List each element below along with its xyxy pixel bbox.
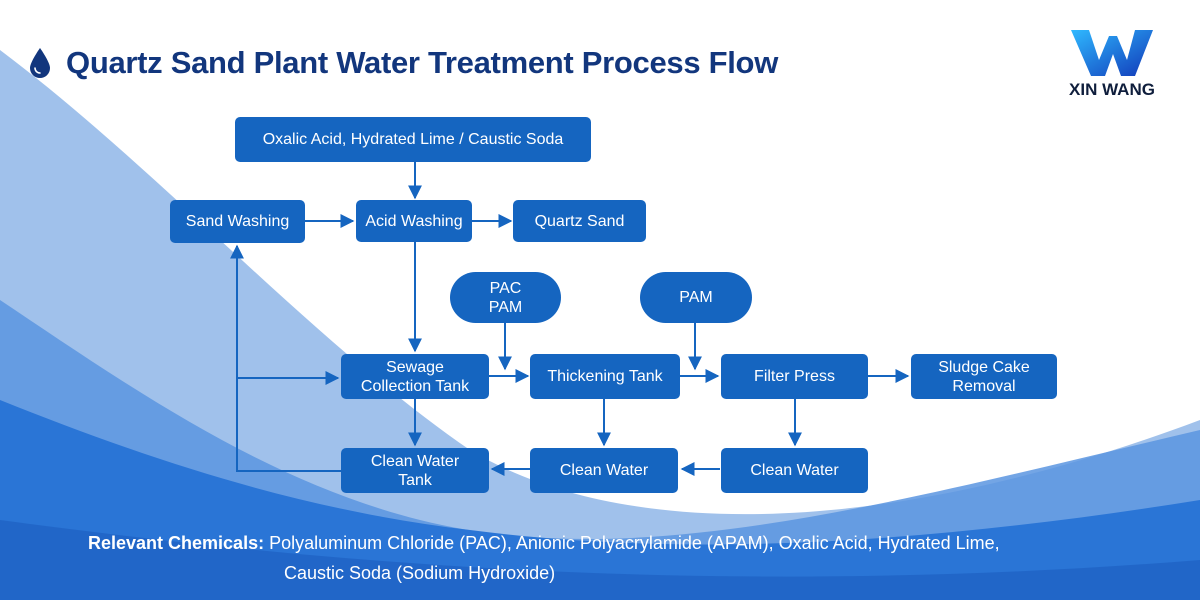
node-quartz-sand-label: Quartz Sand	[534, 212, 625, 230]
node-thickening-label: Thickening Tank	[547, 368, 663, 385]
node-pam-label-2: PAM	[679, 289, 713, 306]
relevant-chemicals-note: Relevant Chemicals: Polyaluminum Chlorid…	[88, 528, 1128, 588]
node-sewage-collection-tank: Sewage Collection Tank	[341, 354, 489, 399]
logo-text: XIN WANG	[1069, 80, 1155, 99]
node-acid-washing: Acid Washing	[356, 200, 472, 242]
node-sand-washing: Sand Washing	[170, 200, 305, 243]
node-pam-label-1: PAM	[488, 298, 523, 316]
node-chemicals-top-label: Oxalic Acid, Hydrated Lime / Caustic Sod…	[262, 131, 564, 148]
note-label: Relevant Chemicals:	[88, 533, 265, 553]
node-clean-water-1-label: Clean Water	[559, 462, 649, 479]
node-pac-label: PAC	[489, 279, 522, 297]
note-line-1: Relevant Chemicals: Polyaluminum Chlorid…	[88, 528, 1128, 558]
node-sludge-cake-removal: Sludge Cake Removal	[911, 354, 1057, 399]
node-quartz-sand: Quartz Sand	[513, 200, 646, 242]
brand-logo: XIN WANG	[1052, 26, 1172, 106]
node-cwt-label-2: Tank	[398, 471, 432, 489]
node-filter-press-label: Filter Press	[754, 368, 835, 385]
node-sand-washing-label: Sand Washing	[185, 213, 290, 230]
note-line-2: Caustic Soda (Sodium Hydroxide)	[88, 558, 1128, 588]
wave-bottom-band	[0, 520, 1200, 600]
wave-dark	[0, 400, 1200, 600]
note-line-1-text: Polyaluminum Chloride (PAC), Anionic Pol…	[264, 533, 1000, 553]
node-sludge-label-2: Removal	[952, 377, 1016, 395]
wave-light	[0, 50, 1200, 600]
node-clean-water-tank: Clean Water Tank	[341, 448, 489, 493]
arrow-cwt-return-to-sand	[230, 244, 341, 472]
water-drop-icon	[30, 48, 50, 78]
node-sewage-label-1: Sewage	[386, 358, 444, 376]
note-line-2-text: Caustic Soda (Sodium Hydroxide)	[284, 563, 556, 583]
node-clean-water-2-label: Clean Water	[750, 462, 839, 479]
node-clean-water-1: Clean Water	[530, 448, 678, 493]
node-chemicals-top: Oxalic Acid, Hydrated Lime / Caustic Sod…	[235, 117, 591, 162]
node-pac-pam: PAC PAM	[450, 272, 561, 323]
node-pam: PAM	[640, 272, 752, 323]
page-title: Quartz Sand Plant Water Treatment Proces…	[28, 40, 778, 86]
node-clean-water-2: Clean Water	[721, 448, 868, 493]
node-sewage-label-2: Collection Tank	[360, 377, 470, 395]
w-logo-icon	[1071, 30, 1153, 76]
node-thickening-tank: Thickening Tank	[530, 354, 680, 399]
node-cwt-label-1: Clean Water	[370, 452, 460, 470]
node-filter-press: Filter Press	[721, 354, 868, 399]
node-sludge-label-1: Sludge Cake	[938, 358, 1030, 376]
page-title-text: Quartz Sand Plant Water Treatment Proces…	[66, 45, 779, 80]
node-acid-washing-label: Acid Washing	[365, 212, 463, 230]
